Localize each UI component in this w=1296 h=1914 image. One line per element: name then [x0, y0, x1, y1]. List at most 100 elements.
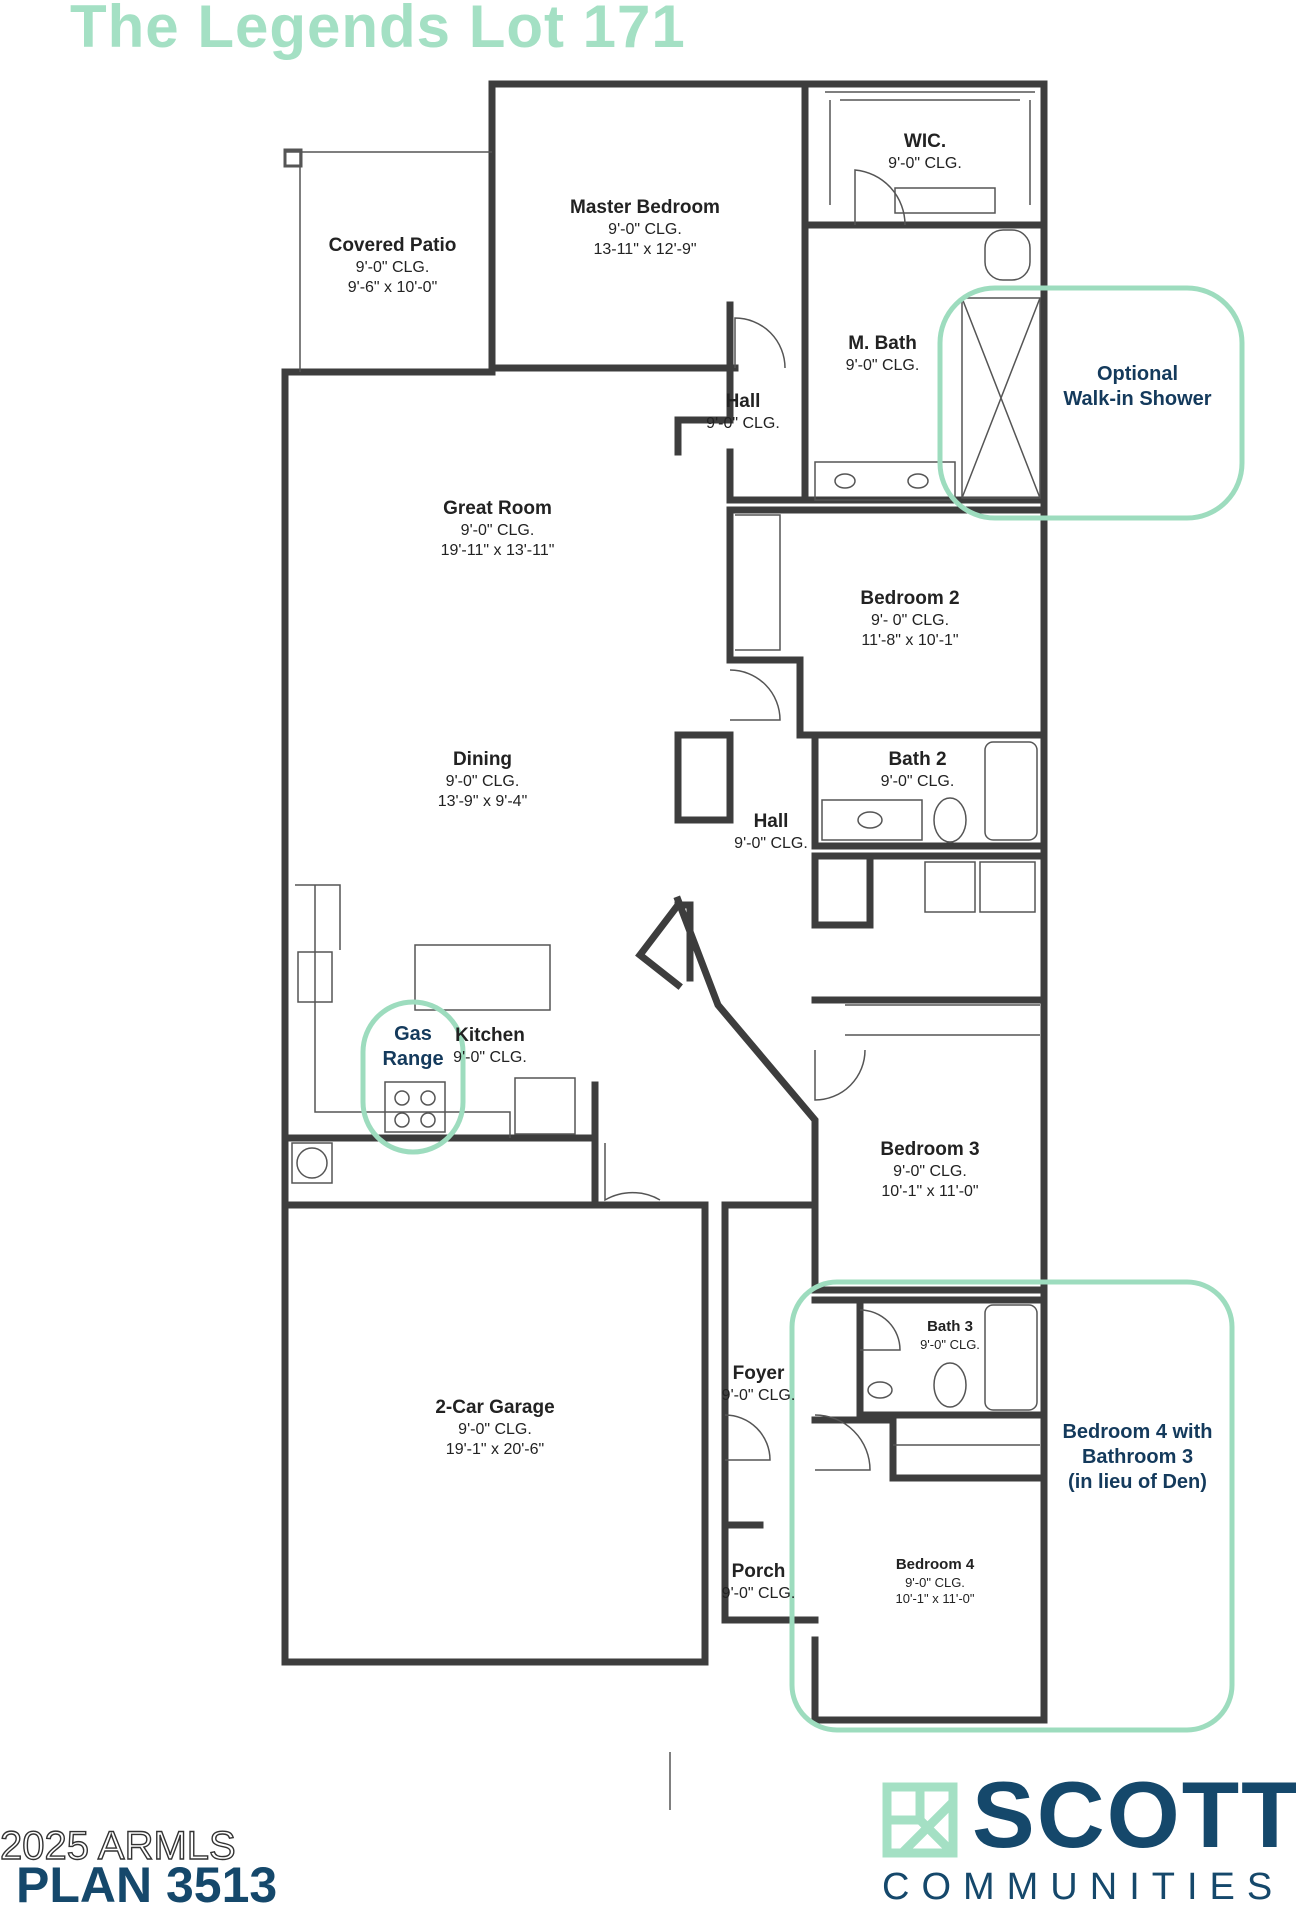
room-size: 13-11" x 12'-9": [593, 240, 697, 258]
room-name: Bedroom 2: [860, 588, 960, 609]
laundry-washer: [924, 861, 976, 913]
bed2-closet: [735, 514, 781, 651]
room-wic: WIC. 9'-0" CLG.: [860, 130, 990, 174]
room-ceiling: 9'- 0" CLG.: [870, 611, 950, 629]
room-covered-patio: Covered Patio 9'-0" CLG. 9'-6" x 10'-0": [310, 234, 475, 298]
room-kitchen: Kitchen 9'-0" CLG.: [440, 1024, 540, 1068]
door-swing-bed4: [814, 1414, 871, 1471]
room-name: Bath 3: [927, 1318, 973, 1335]
room-ceiling: 9'-0" CLG.: [706, 414, 780, 432]
callout-line: Bedroom 4 with: [1062, 1421, 1213, 1443]
room-ceiling: 9'-0" CLG.: [355, 258, 430, 276]
room-ceiling: 9'-0" CLG.: [845, 356, 920, 374]
patio-post: [283, 148, 303, 168]
master-vanity: [814, 461, 956, 501]
room-ceiling: 9'-0" CLG.: [608, 220, 682, 238]
brand-name: SCOTT: [972, 1762, 1296, 1867]
room-dining: Dining 9'-0" CLG. 13'-9" x 9'-4": [420, 748, 545, 812]
wall-exterior-left: [281, 368, 709, 1666]
room-name: Covered Patio: [328, 235, 457, 256]
patio-outline: [285, 151, 492, 372]
room-name: Bath 2: [888, 749, 947, 770]
room-name: M. Bath: [848, 333, 917, 354]
room-ceiling: 9'-0" CLG.: [721, 1584, 796, 1602]
wall-laundry: [811, 852, 1048, 929]
room-name: Bedroom 4: [895, 1556, 975, 1573]
room-name: Foyer: [732, 1363, 785, 1384]
door-swing-bath3: [859, 1309, 901, 1351]
wic-shelves: [825, 91, 1035, 205]
bath3-toilet: [933, 1362, 967, 1408]
callout-line: Gas: [394, 1023, 432, 1045]
room-porch: Porch 9'-0" CLG.: [716, 1560, 801, 1604]
brand-logo-icon: [882, 1782, 958, 1858]
room-name: Hall: [753, 811, 789, 832]
room-ceiling: 9'-0" CLG.: [734, 834, 808, 852]
room-name: WIC.: [903, 131, 947, 152]
room-bedroom-2: Bedroom 2 9'- 0" CLG. 11'-8" x 10'-1": [845, 587, 975, 651]
callout-line: Walk-in Shower: [1063, 388, 1212, 410]
room-ceiling: 9'-0" CLG.: [905, 1574, 965, 1590]
bath2-vanity: [821, 799, 923, 841]
page-title: The Legends Lot 171: [70, 0, 686, 60]
room-hall-upper: Hall 9'-0" CLG.: [688, 390, 798, 434]
room-size: 13'-9" x 9'-4": [437, 792, 528, 810]
room-master-bedroom: Master Bedroom 9'-0" CLG. 13-11" x 12'-9…: [550, 196, 740, 260]
room-name: Porch: [731, 1561, 786, 1582]
bed3-closet: [845, 1004, 1040, 1036]
room-size: 10'-1" x 11'-0": [895, 1591, 975, 1606]
callout-gas-range: Gas Range: [368, 1022, 458, 1072]
copyright-watermark: 2025 ARMLS: [0, 1823, 236, 1868]
brand-subtitle: COMMUNITIES: [882, 1866, 1285, 1908]
callout-bedroom-4-with-bathroom-3: Bedroom 4 with Bathroom 3 (in lieu of De…: [1040, 1420, 1235, 1495]
room-ceiling: 9'-0" CLG.: [445, 772, 520, 790]
wall-bed2: [726, 506, 1048, 739]
room-bath-3: Bath 3 9'-0" CLG.: [905, 1318, 995, 1353]
room-ceiling: 9'-0" CLG.: [458, 1420, 532, 1438]
toilet-master: [984, 229, 1031, 281]
wall-porch: [721, 1521, 819, 1624]
room-size: 10'-1" x 11'-0": [881, 1182, 979, 1200]
door-swing-front: [724, 1414, 771, 1461]
water-heater: [291, 1142, 333, 1184]
room-name: Hall: [725, 391, 761, 412]
room-ceiling: 9'-0" CLG.: [920, 1336, 980, 1352]
callout-bedroom4-outline: [789, 1279, 1235, 1733]
room-size: 19'-1" x 20'-6": [445, 1440, 545, 1458]
room-ceiling: 9'-0" CLG.: [460, 521, 535, 539]
bath2-tub: [984, 741, 1038, 841]
callout-line: Bathroom 3: [1081, 1446, 1194, 1468]
kitchen-sink-run: [295, 884, 341, 950]
door-swing-bed3: [814, 1049, 866, 1101]
kitchen-counter: [314, 885, 511, 1138]
room-foyer: Foyer 9'-0" CLG.: [716, 1362, 801, 1406]
room-great-room: Great Room 9'-0" CLG. 19'-11" x 13'-11": [415, 497, 580, 561]
room-name: Bedroom 3: [880, 1139, 980, 1160]
room-bath-2: Bath 2 9'-0" CLG.: [860, 748, 975, 792]
laundry-dryer: [979, 861, 1036, 913]
door-swing-master: [734, 317, 786, 369]
callout-optional-walk-in-shower: Optional Walk-in Shower: [1045, 362, 1230, 412]
wall-closet-hall: [674, 731, 734, 824]
room-ceiling: 9'-0" CLG.: [888, 154, 962, 172]
room-name: Great Room: [443, 498, 552, 519]
door-swing-bed2: [729, 669, 781, 721]
room-size: 19'-11" x 13'-11": [440, 541, 555, 559]
wall-linen: [635, 900, 694, 990]
bath3-tub: [984, 1304, 1038, 1411]
room-hall-mid: Hall 9'-0" CLG.: [716, 810, 826, 854]
room-m-bath: M. Bath 9'-0" CLG.: [820, 332, 945, 376]
door-swing-mbath: [854, 169, 906, 226]
gas-range: [384, 1081, 446, 1133]
master-shower: [961, 297, 1041, 499]
wall-diagonal: [673, 895, 819, 1294]
door-swing-garage: [604, 1143, 661, 1202]
room-bedroom-3: Bedroom 3 9'-0" CLG. 10'-1" x 11'-0": [865, 1138, 995, 1202]
room-size: 11'-8" x 10'-1": [861, 631, 959, 649]
wall-bed4-top: [811, 1416, 1048, 1482]
wic-bench: [894, 187, 996, 214]
room-ceiling: 9'-0" CLG.: [880, 772, 955, 790]
wall-bath-block: [726, 448, 1048, 504]
